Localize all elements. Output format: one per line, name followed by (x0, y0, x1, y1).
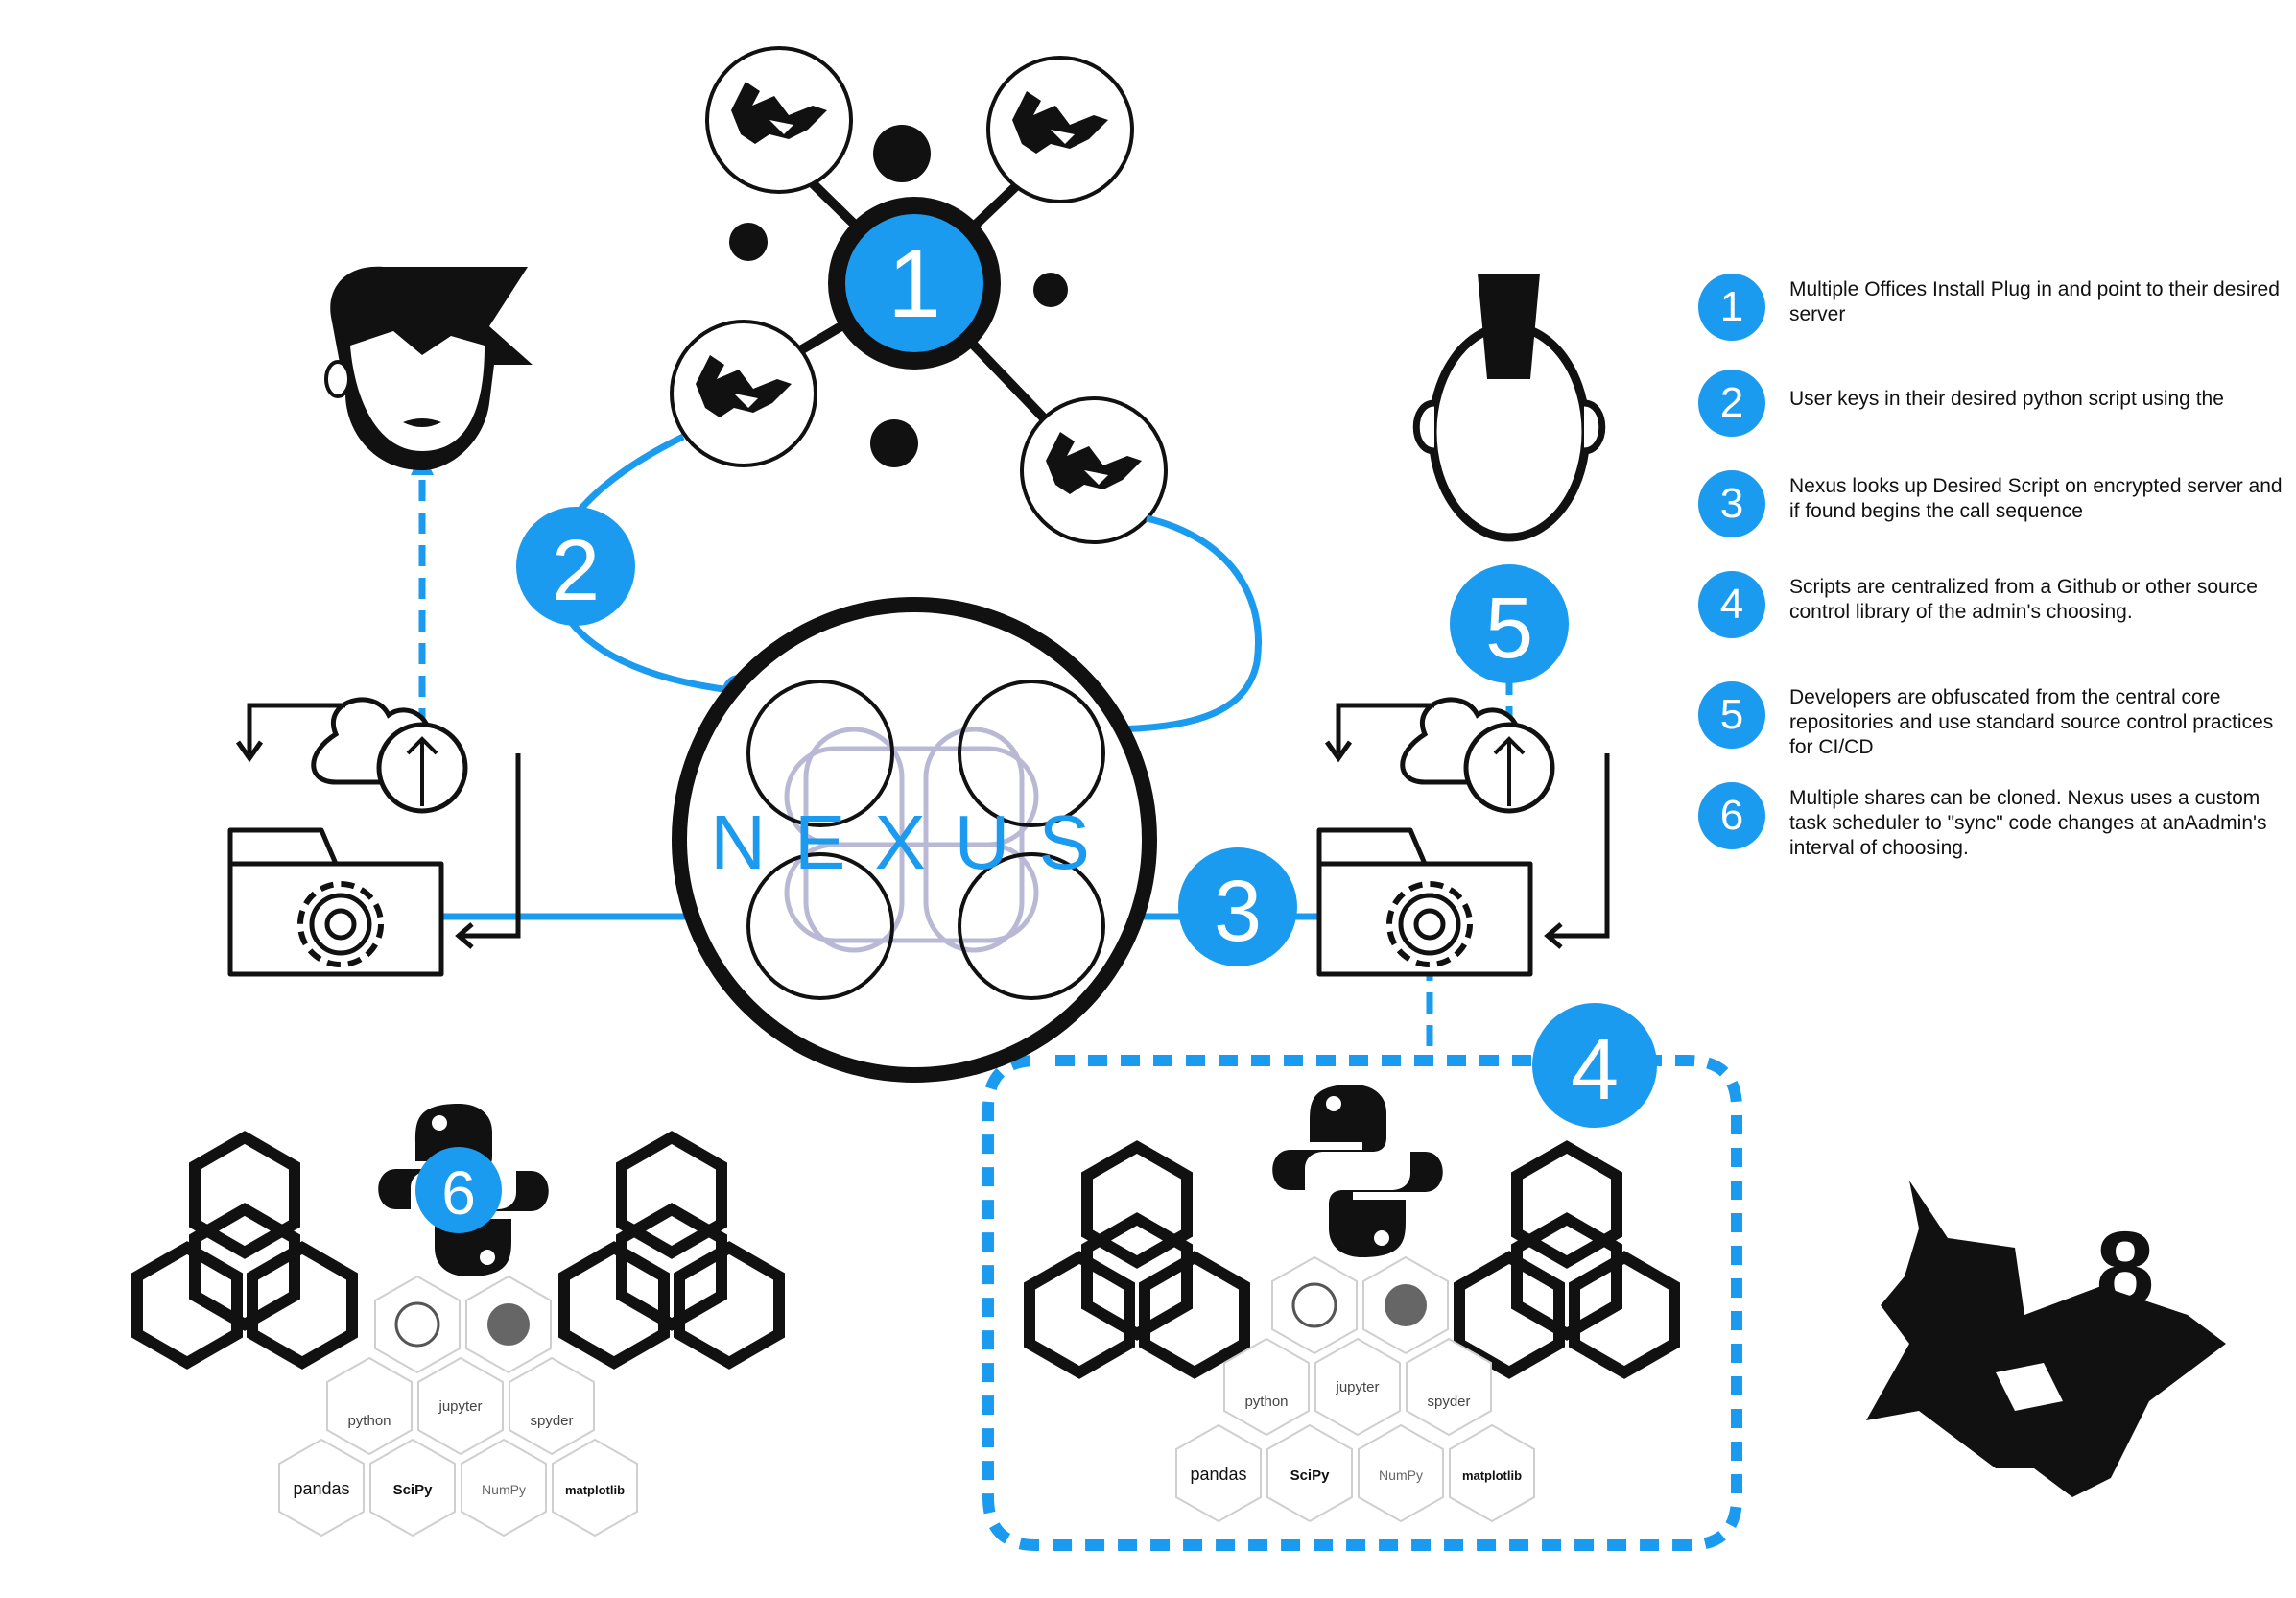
rhino-icon (1020, 396, 1168, 544)
legend-text: User keys in their desired python script… (1789, 388, 2224, 410)
legend-item: 1 Multiple Offices Install Plug in and p… (1698, 274, 2280, 350)
badge-2: 2 (552, 523, 600, 619)
library-tiles-left: python jupyter spyder pandas SciPy NumPy… (278, 1276, 638, 1537)
rhino-icon (705, 46, 853, 194)
legend-text: Multiple Offices Install Plug in and poi… (1789, 278, 2280, 325)
rhino-version: 8 (2095, 1210, 2154, 1328)
badge-4-group: 4 (1532, 1003, 1657, 1128)
badge-6-group: 6 (415, 1147, 502, 1233)
tile-spyder: spyder (530, 1413, 573, 1429)
library-tiles-right: python jupyter spyder pandas SciPy NumPy… (1175, 1256, 1535, 1522)
legend-text: Scripts are centralized from a Github or… (1789, 576, 2258, 623)
tile-jupyter: jupyter (438, 1398, 482, 1415)
tile-scipy: SciPy (393, 1482, 434, 1498)
legend-item: 6 Multiple shares can be cloned. Nexus u… (1698, 782, 2274, 859)
tile-jupyter: jupyter (1335, 1379, 1379, 1395)
cloud-upload-icon (376, 722, 468, 814)
tile-matplotlib: matplotlib (565, 1483, 625, 1497)
tile-pandas: pandas (293, 1479, 349, 1498)
badge-5: 5 (1485, 581, 1533, 677)
rhino-icon (670, 320, 817, 467)
hexagon-cluster-icon (1459, 1147, 1674, 1372)
hexagon-cluster-icon (1030, 1147, 1244, 1372)
user-developer-icon (1412, 274, 1606, 542)
legend-item: 4 Scripts are centralized from a Github … (1698, 571, 2274, 648)
hexagon-cluster-icon (564, 1137, 779, 1363)
legend-text: Multiple shares can be cloned. Nexus use… (1789, 787, 2267, 859)
rhino-8-logo: 8 (1866, 1181, 2226, 1497)
badge-4: 4 (1571, 1022, 1619, 1118)
legend-item: 5 Developers are obfuscated from the cen… (1698, 681, 2274, 758)
tile-pandas: pandas (1190, 1465, 1246, 1484)
legend-number: 1 (1698, 274, 1765, 341)
nexus-hub: NEXUS (672, 597, 1157, 1083)
tile-numpy: NumPy (482, 1482, 526, 1497)
legend-number: 6 (1698, 782, 1765, 849)
legend-number: 4 (1698, 571, 1765, 638)
badge-5-group: 5 (1450, 564, 1569, 683)
tile-python: python (1244, 1394, 1288, 1410)
tile-spyder: spyder (1427, 1394, 1470, 1410)
badge-2-group: 2 (516, 507, 635, 626)
legend-number: 5 (1698, 681, 1765, 749)
legend-text: Developers are obfuscated from the centr… (1789, 686, 2274, 758)
folder-gear-icon (1319, 700, 1607, 974)
tile-python: python (347, 1413, 391, 1429)
legend-number: 3 (1698, 470, 1765, 537)
legend-text: Nexus looks up Desired Script on encrypt… (1789, 475, 2283, 522)
legend-item: 3 Nexus looks up Desired Script on encry… (1698, 470, 2283, 547)
legend-item: 2 User keys in their desired python scri… (1698, 370, 2274, 446)
tile-numpy: NumPy (1379, 1467, 1423, 1483)
badge-1: 1 (888, 230, 941, 338)
tile-scipy: SciPy (1290, 1467, 1331, 1484)
python-logo-icon (1272, 1085, 1443, 1257)
cloud-upload-icon (1463, 722, 1555, 814)
nexus-logo-text: NEXUS (710, 799, 1119, 885)
badge-3-group: 3 (1178, 847, 1297, 966)
office-network: 1 (670, 46, 1168, 544)
legend-number: 2 (1698, 370, 1765, 437)
badge-6: 6 (441, 1158, 476, 1228)
rhino-icon (986, 56, 1134, 203)
folder-gear-icon (230, 700, 518, 974)
hexagon-cluster-icon (137, 1137, 352, 1363)
user-woman-icon (324, 266, 533, 470)
badge-3: 3 (1214, 864, 1262, 960)
tile-matplotlib: matplotlib (1462, 1468, 1522, 1483)
